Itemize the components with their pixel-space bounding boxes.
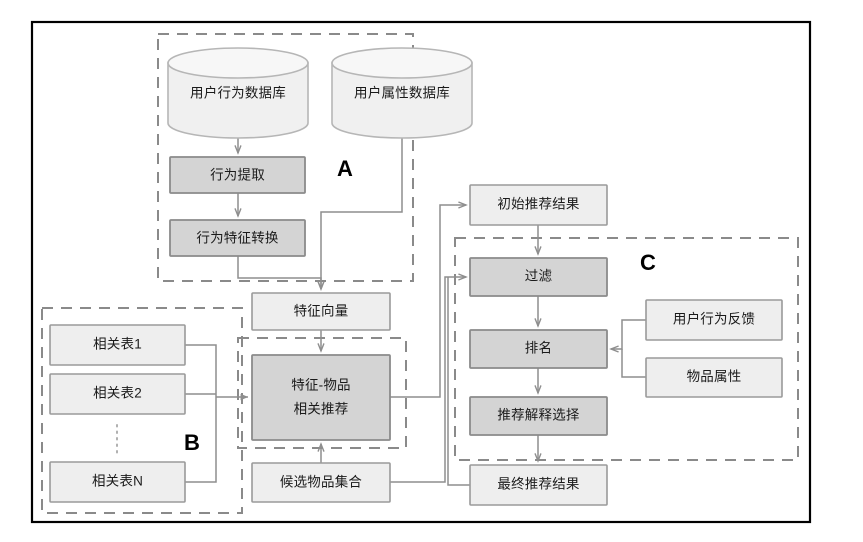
filter-label: 过滤 bbox=[525, 269, 553, 284]
conn-itemattr-to-ranking bbox=[621, 349, 646, 378]
group-b-boundary bbox=[41, 307, 243, 514]
feature-item-recommend-label-line2: 相关推荐 bbox=[294, 402, 349, 417]
user-behavior-feedback-label: 用户行为反馈 bbox=[673, 311, 755, 327]
user-attribute-db-node: 用户属性数据库 bbox=[331, 47, 473, 139]
user-behavior-feedback-node[interactable]: 用户行为反馈 bbox=[645, 299, 783, 341]
conn-feedback-to-ranking bbox=[611, 319, 646, 349]
conn-attr-db-to-vector bbox=[321, 138, 403, 289]
related-table-n-node[interactable]: 相关表N bbox=[49, 461, 186, 503]
initial-recommend-result-node[interactable]: 初始推荐结果 bbox=[469, 184, 608, 226]
candidate-item-set-node[interactable]: 候选物品集合 bbox=[251, 462, 391, 503]
ranking-label: 排名 bbox=[525, 341, 552, 356]
feature-vector-label: 特征向量 bbox=[294, 304, 349, 319]
ranking-node[interactable]: 排名 bbox=[469, 329, 608, 369]
behavior-extraction-label: 行为提取 bbox=[210, 168, 265, 183]
recommend-explanation-select-label: 推荐解释选择 bbox=[497, 408, 579, 423]
feature-item-recommend-node[interactable]: 特征-物品 相关推荐 bbox=[251, 354, 391, 441]
final-recommend-result-node[interactable]: 最终推荐结果 bbox=[469, 464, 608, 506]
user-attribute-db-label: 用户属性数据库 bbox=[354, 85, 450, 101]
conn-candidate-to-filter bbox=[390, 277, 466, 483]
conn-recommend-to-initial bbox=[390, 205, 466, 398]
related-table-2-label: 相关表2 bbox=[93, 386, 142, 401]
recommend-explanation-select-node[interactable]: 推荐解释选择 bbox=[469, 396, 608, 436]
group-c-letter: C bbox=[640, 250, 656, 275]
behavior-extraction-node[interactable]: 行为提取 bbox=[169, 156, 306, 194]
related-table-1-node[interactable]: 相关表1 bbox=[49, 324, 186, 366]
behavior-feature-transform-label: 行为特征转换 bbox=[196, 231, 278, 246]
candidate-item-set-label: 候选物品集合 bbox=[280, 475, 362, 490]
feature-item-recommend-label-line1: 特征-物品 bbox=[291, 378, 351, 393]
group-b-letter: B bbox=[184, 430, 200, 455]
outer-frame bbox=[30, 20, 812, 524]
user-behavior-db-label: 用户行为数据库 bbox=[190, 85, 286, 101]
group-a-boundary bbox=[157, 33, 414, 282]
related-table-1-label: 相关表1 bbox=[93, 337, 142, 352]
group-a-letter: A bbox=[337, 156, 353, 181]
item-attribute-node[interactable]: 物品属性 bbox=[645, 357, 783, 398]
conn-final-loop-back bbox=[447, 277, 470, 486]
final-recommend-result-label: 最终推荐结果 bbox=[497, 477, 579, 492]
conn-transform-to-vector bbox=[237, 256, 321, 289]
conn-table1-bus bbox=[185, 344, 217, 397]
initial-recommend-result-label: 初始推荐结果 bbox=[497, 196, 579, 212]
user-behavior-db-node: 用户行为数据库 bbox=[167, 47, 309, 139]
related-table-2-node[interactable]: 相关表2 bbox=[49, 373, 186, 415]
conn-tablen-bus bbox=[185, 397, 217, 483]
item-attribute-label: 物品属性 bbox=[687, 369, 742, 384]
behavior-feature-transform-node[interactable]: 行为特征转换 bbox=[169, 219, 306, 257]
group-c-boundary bbox=[454, 237, 799, 461]
related-table-n-label: 相关表N bbox=[92, 474, 143, 489]
feature-vector-node[interactable]: 特征向量 bbox=[251, 292, 391, 331]
filter-node[interactable]: 过滤 bbox=[469, 257, 608, 297]
